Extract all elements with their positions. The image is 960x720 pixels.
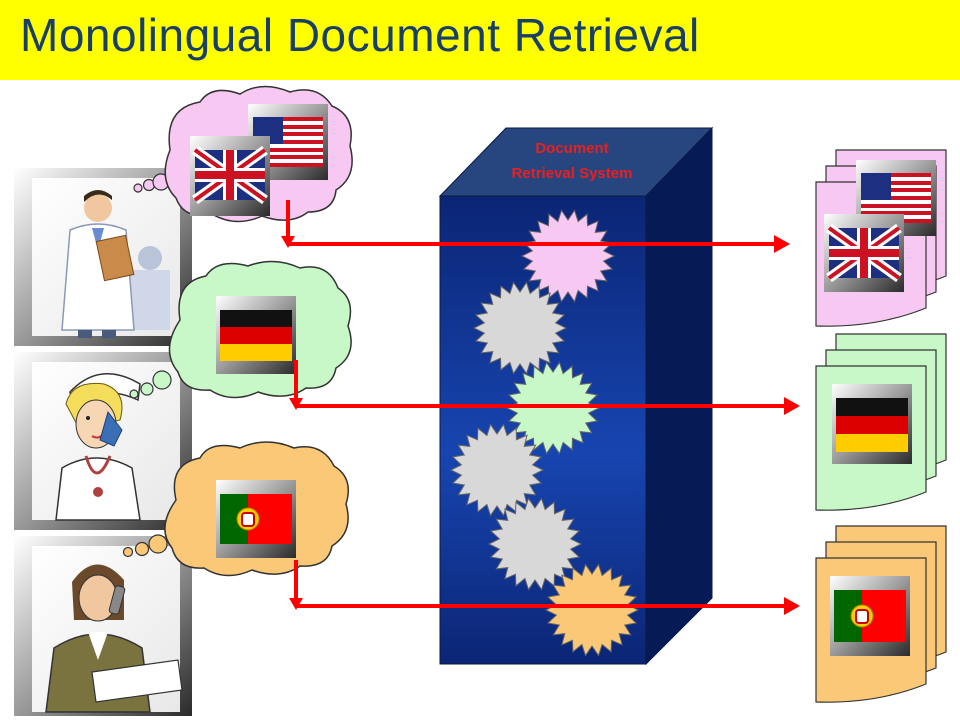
uk-flag-icon [190,136,270,216]
system-label-line2: Retrieval System [512,165,633,182]
system-label-line1: Document [535,140,608,157]
burst-6 [544,563,640,657]
user-businesswoman [14,536,192,716]
arrow-english [281,200,790,253]
burst-5 [487,497,583,591]
burst-2 [472,281,568,375]
user-nurse [14,352,192,530]
retrieval-arrows [281,200,800,615]
arrow-german [289,360,800,415]
doctor-clipart-icon [61,190,170,338]
title-bar: Monolingual Document Retrieval [0,0,960,80]
portugal-flag-icon [216,480,296,558]
system-side-face [645,126,713,666]
arrow-portuguese [289,560,800,615]
processing-bursts [449,209,640,657]
burst-1 [520,209,616,303]
user-doctor [14,168,192,346]
doc-portugal-flag-icon [830,576,910,656]
doc-uk-flag-icon [824,214,904,292]
german-flag-icon [216,296,296,374]
page-title: Monolingual Document Retrieval [20,9,700,61]
nurse-clipart-icon [55,373,141,521]
doc-german-flag-icon [832,384,912,464]
businesswoman-clipart-icon [45,564,183,713]
